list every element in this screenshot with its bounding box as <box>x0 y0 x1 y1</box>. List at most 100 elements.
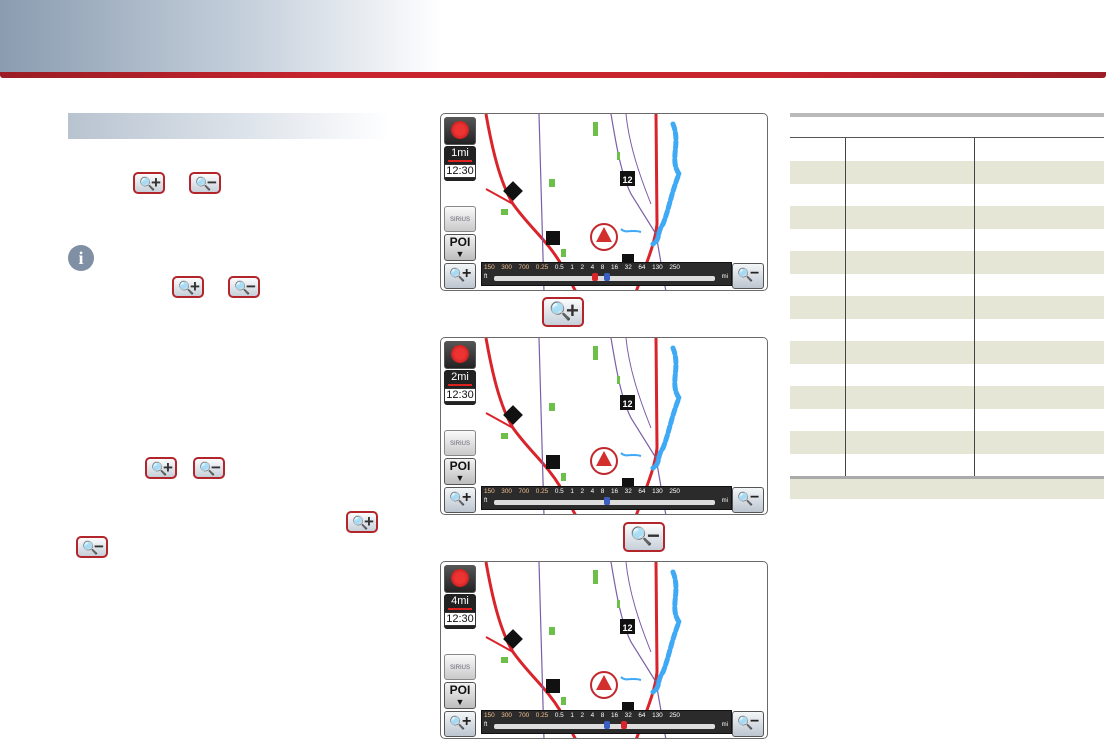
sirius-button[interactable]: SIRIUS <box>444 654 476 680</box>
scale-tick: 300 <box>501 712 512 719</box>
compass-icon[interactable] <box>444 117 476 145</box>
chevron-down-icon: ▼ <box>455 697 465 707</box>
scale-tick: 300 <box>501 264 512 271</box>
scale-tick: 16 <box>610 488 619 495</box>
scale-tick: 8 <box>600 712 605 719</box>
table-row <box>790 161 1104 184</box>
scale-tick: 8 <box>600 488 605 495</box>
scale-tick: 8 <box>600 264 605 271</box>
poi-button[interactable]: POI▼ <box>444 682 476 709</box>
slider-thumb[interactable] <box>621 721 627 729</box>
scale-tick: 32 <box>624 488 632 495</box>
table-top-rule <box>790 113 1104 117</box>
scale-tick: 2 <box>580 488 585 495</box>
scale-tick: 16 <box>610 264 619 271</box>
zoom-out-icon: 🔍− <box>189 172 221 194</box>
zoom-in-button[interactable]: 🔍+ <box>444 487 476 513</box>
zoom-out-icon: 🔍− <box>228 276 260 298</box>
slider-track[interactable] <box>494 497 715 505</box>
scale-tick: 700 <box>518 712 530 719</box>
scale-tick: 1 <box>570 264 574 271</box>
clock-time: 12:30 <box>444 388 476 402</box>
clock-time: 12:30 <box>444 164 476 178</box>
table-row <box>790 319 1104 342</box>
zoom-in-button[interactable]: 🔍+ <box>444 263 476 289</box>
scale-tick: 300 <box>501 488 512 495</box>
scale-tick: 1 <box>570 488 574 495</box>
scale-tick: 16 <box>610 712 619 719</box>
compass-icon[interactable] <box>444 341 476 369</box>
unit-right-label: mi <box>721 274 728 280</box>
scale-tick: 0.5 <box>554 712 564 719</box>
zoom-out-button[interactable]: 🔍− <box>732 263 764 289</box>
scale-tick: 64 <box>638 712 646 719</box>
slider-thumb[interactable] <box>592 273 598 281</box>
table-row <box>790 341 1104 364</box>
header-accent-line <box>0 72 1106 78</box>
magnifier-icon: 🔍 <box>449 491 466 506</box>
chevron-down-icon: ▼ <box>455 473 465 483</box>
table-row <box>790 431 1104 454</box>
svg-text:12: 12 <box>622 623 632 633</box>
scale-tick: 4 <box>590 712 595 719</box>
compass-icon[interactable] <box>444 565 476 593</box>
table-row <box>790 386 1104 409</box>
unit-right-label: mi <box>721 722 728 728</box>
sirius-button[interactable]: SIRIUS <box>444 430 476 456</box>
zoom-in-caption-icon: 🔍+ <box>542 297 584 327</box>
magnifier-icon: 🔍 <box>449 715 466 730</box>
page-header-band <box>0 0 1106 76</box>
map-canvas: 12 <box>484 114 682 290</box>
unit-left-label: ft <box>484 722 488 728</box>
scale-tick: 130 <box>652 488 663 495</box>
table-row <box>790 274 1104 297</box>
scale-tick: 4 <box>590 488 595 495</box>
magnifier-icon: 🔍 <box>737 267 754 282</box>
section-title-bar <box>68 113 390 139</box>
table-bottom-rule <box>790 476 1104 479</box>
scale-tick: 250 <box>669 488 680 495</box>
table-row <box>790 184 1104 207</box>
table-column-divider <box>845 138 846 476</box>
slider-track[interactable] <box>494 721 715 729</box>
poi-button[interactable]: POI▼ <box>444 234 476 261</box>
slider-marker <box>604 273 610 281</box>
zoom-out-button[interactable]: 🔍− <box>732 711 764 737</box>
scale-tick: 250 <box>669 712 680 719</box>
scale-tick: 150 <box>484 712 495 719</box>
scale-tick: 1 <box>570 712 574 719</box>
table-row <box>790 364 1104 387</box>
slider-track[interactable] <box>494 273 715 281</box>
table-row <box>790 296 1104 319</box>
scale-tick: 700 <box>518 488 530 495</box>
scale-tick: 32 <box>624 712 632 719</box>
scale-tick: 150 <box>484 264 495 271</box>
poi-button[interactable]: POI▼ <box>444 458 476 485</box>
slider-marker <box>604 497 610 505</box>
table-row <box>790 229 1104 252</box>
slider-marker <box>604 721 610 729</box>
scale-tick: 0.5 <box>554 264 564 271</box>
unit-left-label: ft <box>484 274 488 280</box>
table-row <box>790 409 1104 432</box>
scale-tick: 0.25 <box>535 712 549 719</box>
scale-indicator: 4mi 12:30 <box>444 594 476 629</box>
clock-time: 12:30 <box>444 612 476 626</box>
table-row <box>790 454 1104 477</box>
sirius-button[interactable]: SIRIUS <box>444 206 476 232</box>
svg-text:12: 12 <box>622 175 632 185</box>
unit-left-label: ft <box>484 498 488 504</box>
scale-tick: 130 <box>652 264 663 271</box>
zoom-in-button[interactable]: 🔍+ <box>444 711 476 737</box>
scale-tick: 2 <box>580 264 585 271</box>
zoom-out-button[interactable]: 🔍− <box>732 487 764 513</box>
zoom-in-icon: 🔍+ <box>346 511 378 533</box>
